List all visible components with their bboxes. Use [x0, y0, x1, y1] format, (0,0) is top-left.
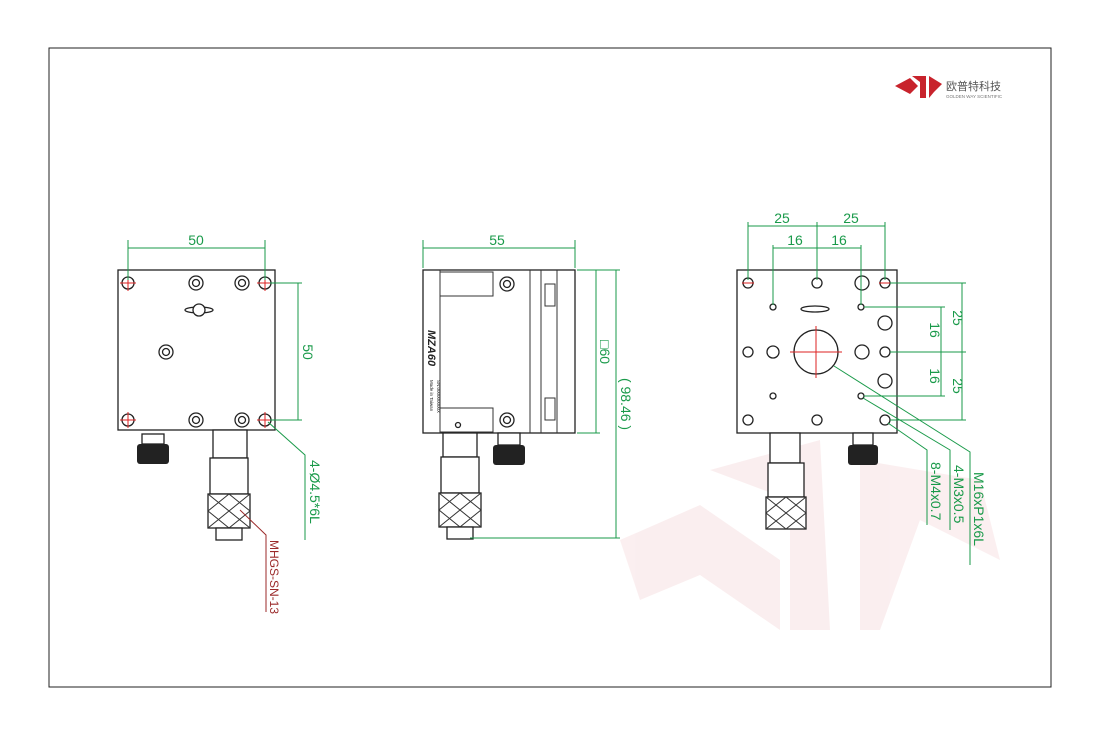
- center-bore: [790, 326, 842, 378]
- dimension-top-inner-right: 16: [831, 232, 847, 248]
- micrometer: [207, 429, 251, 541]
- origin-label: Made in Taiwan: [429, 380, 434, 412]
- front-view: 50 50 4-Ø4.5*6L MHGS-SN-13: [117, 232, 323, 614]
- callout-m3: 4-M3x0.5: [951, 465, 967, 524]
- micrometer: [438, 432, 482, 540]
- dimension-height: 50: [300, 344, 316, 360]
- dimension-square: □60: [597, 340, 613, 364]
- dimension-top-inner-left: 16: [787, 232, 803, 248]
- dimension-side-inner-top: 16: [927, 322, 943, 338]
- dimension-width: 55: [489, 232, 505, 248]
- logo-name-en: GOLDEN WAY SCIENTIFIC: [946, 94, 1003, 99]
- stage-body: [422, 269, 576, 434]
- sheet-frame: [48, 47, 1052, 688]
- side-knob: [493, 432, 525, 465]
- company-logo: 欧普特科技 GOLDEN WAY SCIENTIFIC: [895, 76, 1003, 99]
- side-knob: [848, 432, 878, 465]
- dimension-width: 50: [188, 232, 204, 248]
- side-view: MZA60 SN:000000000X Made in Taiwan 55 □6…: [422, 232, 634, 540]
- callout-m4: 8-M4x0.7: [928, 462, 944, 521]
- model-label: MZA60: [425, 330, 437, 367]
- dimension-top-outer-left: 25: [774, 210, 790, 226]
- top-view: 25 25 16 16 25 25 16 16 M16xP1x6L 4-M3x0…: [736, 210, 987, 565]
- m4-holes: [742, 277, 891, 426]
- hole-callout: 4-Ø4.5*6L: [307, 460, 323, 524]
- dimension-side-inner-bottom: 16: [927, 368, 943, 384]
- dimension-side-outer-top: 25: [950, 310, 966, 326]
- dimension-side-outer-bottom: 25: [950, 378, 966, 394]
- dimension-top-outer-right: 25: [843, 210, 859, 226]
- micrometer: [765, 432, 807, 530]
- serial-label: SN:000000000X: [436, 380, 441, 413]
- logo-name-cn: 欧普特科技: [946, 79, 1001, 93]
- lock-knob: [184, 303, 214, 317]
- side-knob: [137, 433, 169, 464]
- dimension-total: ( 98.46 ): [618, 378, 634, 430]
- stage-body: [117, 269, 276, 431]
- micrometer-callout: MHGS-SN-13: [267, 540, 281, 614]
- callout-m16: M16xP1x6L: [971, 472, 987, 546]
